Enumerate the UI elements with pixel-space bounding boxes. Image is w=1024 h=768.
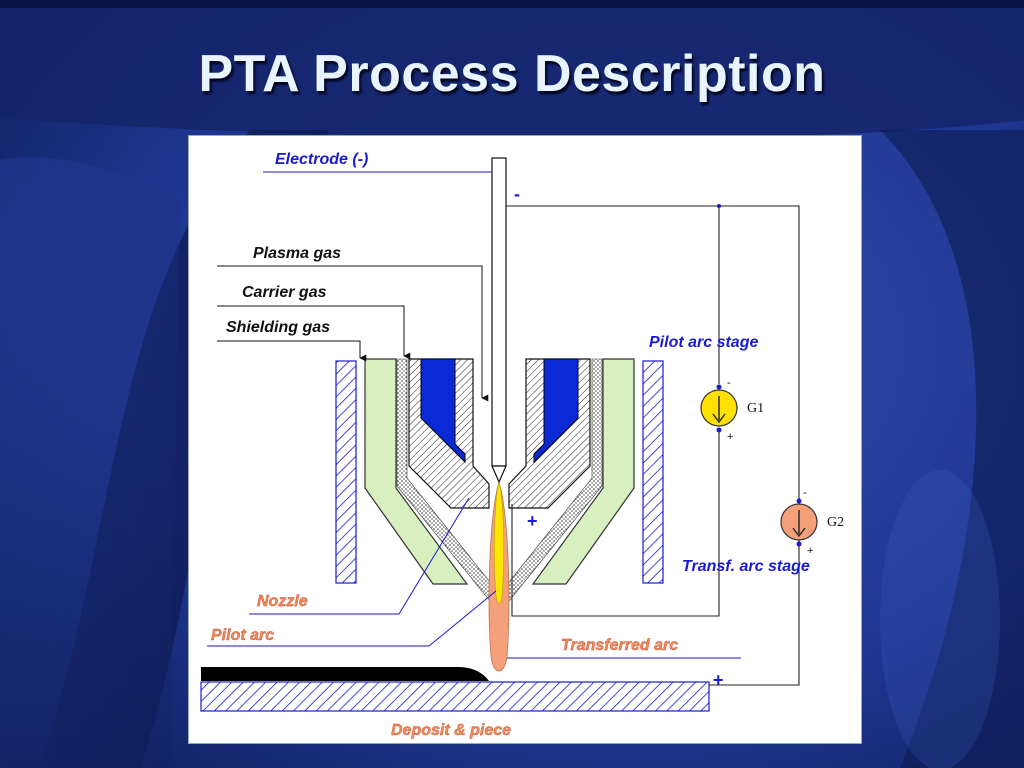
label-transf-arc-stage: Transf. arc stage bbox=[682, 558, 810, 575]
nozzle-plus-mark: + bbox=[527, 511, 538, 531]
piece-plus-mark: + bbox=[713, 670, 724, 690]
generator-g2 bbox=[780, 498, 818, 547]
slide-title: PTA Process Description bbox=[198, 45, 826, 103]
label-electrode: Electrode (-) bbox=[275, 151, 368, 168]
electrode bbox=[491, 157, 507, 467]
outer-shield-left bbox=[335, 360, 357, 584]
label-transferred-arc: Transferred arc bbox=[561, 637, 678, 654]
shielding-nozzle-left bbox=[364, 358, 469, 585]
label-nozzle: Nozzle bbox=[257, 593, 308, 610]
junction-dot bbox=[717, 204, 721, 208]
generator-g1 bbox=[700, 384, 738, 433]
pilot-arc bbox=[494, 480, 504, 604]
deposit bbox=[201, 667, 489, 681]
coolant-right bbox=[533, 358, 579, 464]
g2-label: G2 bbox=[827, 515, 844, 530]
label-pilot-arc: Pilot arc bbox=[211, 627, 274, 644]
pta-diagram-panel: - + G1 - + G2 - + + Electrode ( bbox=[188, 135, 862, 744]
shielding-nozzle-right bbox=[531, 358, 635, 585]
pta-torch-diagram: - + G1 - + G2 - + + Electrode ( bbox=[200, 151, 844, 739]
label-carrier-gas: Carrier gas bbox=[242, 284, 327, 301]
label-pilot-arc-stage: Pilot arc stage bbox=[649, 334, 758, 351]
label-plasma-gas: Plasma gas bbox=[253, 245, 341, 262]
g1-label: G1 bbox=[747, 401, 764, 416]
g2-bottom-polarity: + bbox=[807, 545, 813, 557]
label-deposit-piece: Deposit & piece bbox=[391, 722, 511, 739]
electrode-tip bbox=[491, 465, 507, 484]
electrode-minus-mark: - bbox=[514, 184, 520, 204]
leader-lines bbox=[207, 171, 741, 659]
g1-top-polarity: - bbox=[727, 377, 731, 389]
label-shielding-gas: Shielding gas bbox=[226, 319, 330, 336]
workpiece bbox=[200, 681, 710, 712]
coolant-left bbox=[420, 358, 466, 464]
g2-top-polarity: - bbox=[803, 487, 807, 499]
outer-shield-right bbox=[642, 360, 664, 584]
electrical-circuit bbox=[506, 205, 800, 686]
g1-bottom-polarity: + bbox=[727, 431, 733, 443]
